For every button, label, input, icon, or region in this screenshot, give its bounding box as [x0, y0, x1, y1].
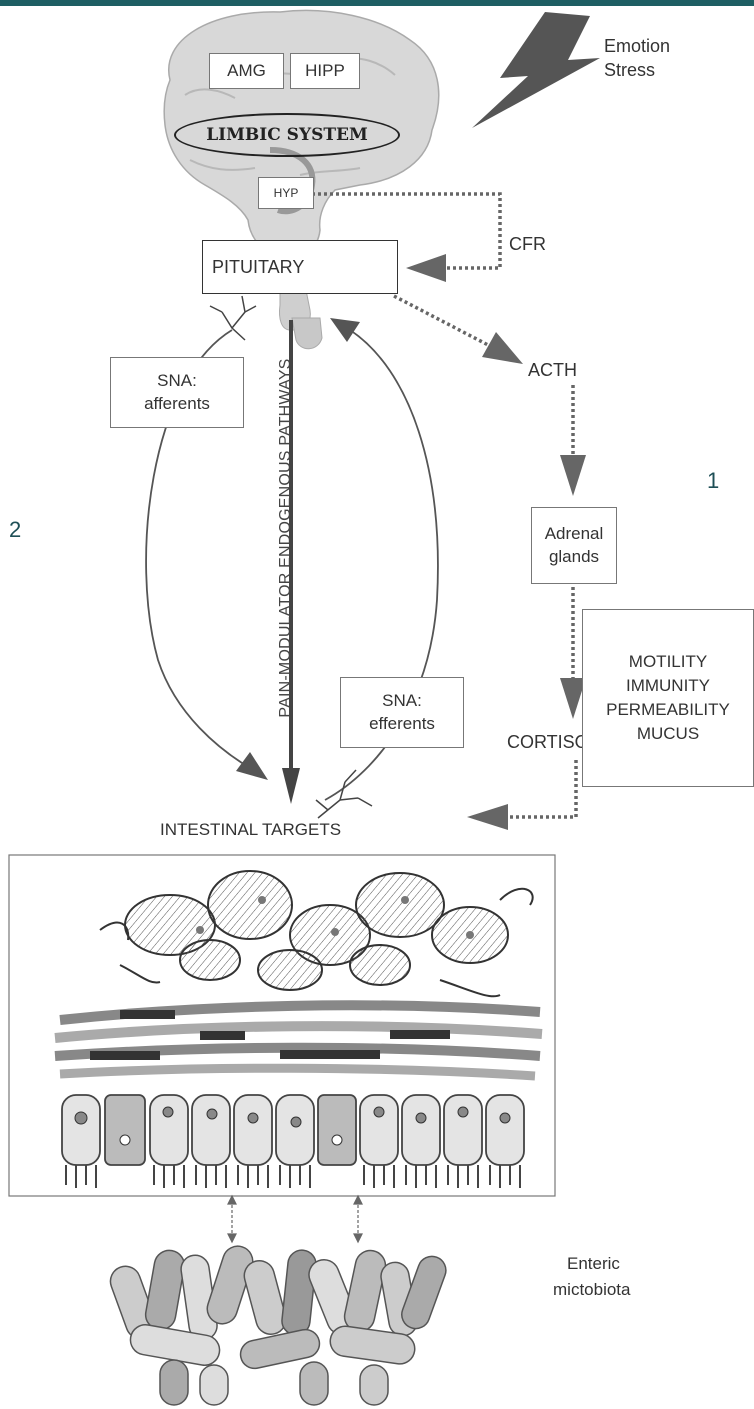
- adrenal-glands-box: Adrenal glands: [531, 507, 617, 584]
- microbiota-illustration: [106, 1242, 450, 1405]
- efferent-nerve-ending: [316, 770, 372, 818]
- pituitary-acth-connector: [394, 296, 490, 346]
- cortisol-targets-connector: [508, 760, 576, 817]
- sna-efferents-box: SNA: efferents: [340, 677, 464, 748]
- pathway-number-1: 1: [707, 468, 719, 494]
- lightning-bolt-icon: [472, 12, 600, 128]
- targets-arrowhead: [467, 804, 508, 830]
- adrenal-arrowhead: [560, 455, 586, 496]
- hipp-label: HIPP: [290, 53, 360, 89]
- sna-efferents-line2: efferents: [369, 713, 435, 736]
- effect-mucus: MUCUS: [637, 722, 699, 746]
- afferent-nerve-ending: [210, 296, 256, 340]
- sna-afferents-box: SNA: afferents: [110, 357, 244, 428]
- effect-permeability: PERMEABILITY: [606, 698, 730, 722]
- effects-box: MOTILITY IMMUNITY PERMEABILITY MUCUS: [582, 609, 754, 787]
- effect-motility: MOTILITY: [629, 650, 707, 674]
- pain-pathway-label: PAIN-MODULATOR ENDOGENOUS PATHWAYS: [277, 358, 295, 717]
- pathway-number-2: 2: [9, 517, 21, 543]
- microbiota-exchange-arrows: [228, 1196, 362, 1242]
- emotion-label: Emotion: [604, 36, 670, 57]
- hyp-label: HYP: [258, 177, 314, 209]
- mictobiota-label: mictobiota: [553, 1280, 630, 1300]
- sna-afferents-line1: SNA:: [157, 370, 197, 393]
- effect-immunity: IMMUNITY: [626, 674, 710, 698]
- sna-efferents-line1: SNA:: [382, 690, 422, 713]
- intestinal-targets-label: INTESTINAL TARGETS: [160, 820, 341, 840]
- amg-label: AMG: [209, 53, 284, 89]
- limbic-system-label: LIMBIC SYSTEM: [174, 113, 400, 157]
- epithelium-layer: [62, 1095, 524, 1165]
- enteric-label: Enteric: [567, 1254, 620, 1274]
- stress-label: Stress: [604, 60, 655, 81]
- adrenal-line2: glands: [549, 546, 599, 569]
- sna-afferents-line2: afferents: [144, 393, 210, 416]
- pituitary-box: PITUITARY: [202, 240, 398, 294]
- acth-label: ACTH: [528, 360, 577, 381]
- adrenal-line1: Adrenal: [545, 523, 604, 546]
- cfr-label: CFR: [509, 234, 546, 255]
- cfr-arrowhead: [406, 254, 446, 282]
- acth-arrowhead: [482, 332, 523, 364]
